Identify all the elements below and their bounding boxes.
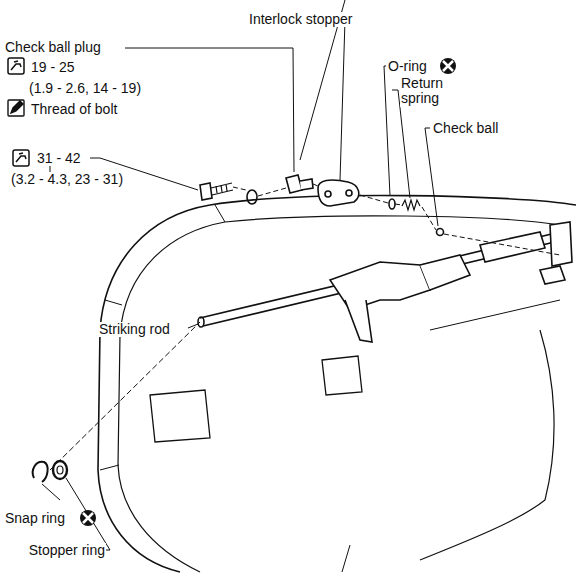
housing-outline [98,196,576,572]
stopper-ring [53,461,67,479]
part-name: Interlock stopper [248,12,354,27]
replace-icon [80,58,456,526]
torque-value: 19 - 25 [30,60,76,75]
return-spring [402,200,420,210]
torque-value: 31 - 42 [36,151,82,166]
part-name: Striking rod [98,322,171,337]
interlock-stopper [318,180,359,206]
check-ball-plug [286,175,302,193]
washer [247,190,257,204]
check-ball [437,229,444,236]
torque-value: (3.2 - 4.3, 23 - 31) [10,172,124,187]
note: Thread of bolt [30,102,118,117]
snap-ring [33,462,48,482]
part-name: Stopper ring [28,543,106,558]
part-name: Snap ring [4,511,66,526]
part-name: O-ring [387,59,428,74]
part-name: Check ball plug [4,40,102,55]
o-ring [389,199,395,209]
part-name: Check ball [432,121,499,136]
housing-window [322,356,362,395]
bolt [200,183,212,200]
sealant-icon [8,100,24,116]
torque-icon [8,58,29,166]
housing-flange [118,216,560,572]
part-name: Return spring [400,76,460,107]
torque-value: (1.9 - 2.6, 14 - 19) [28,81,142,96]
striking-lever [330,262,430,310]
housing-window [150,390,210,442]
